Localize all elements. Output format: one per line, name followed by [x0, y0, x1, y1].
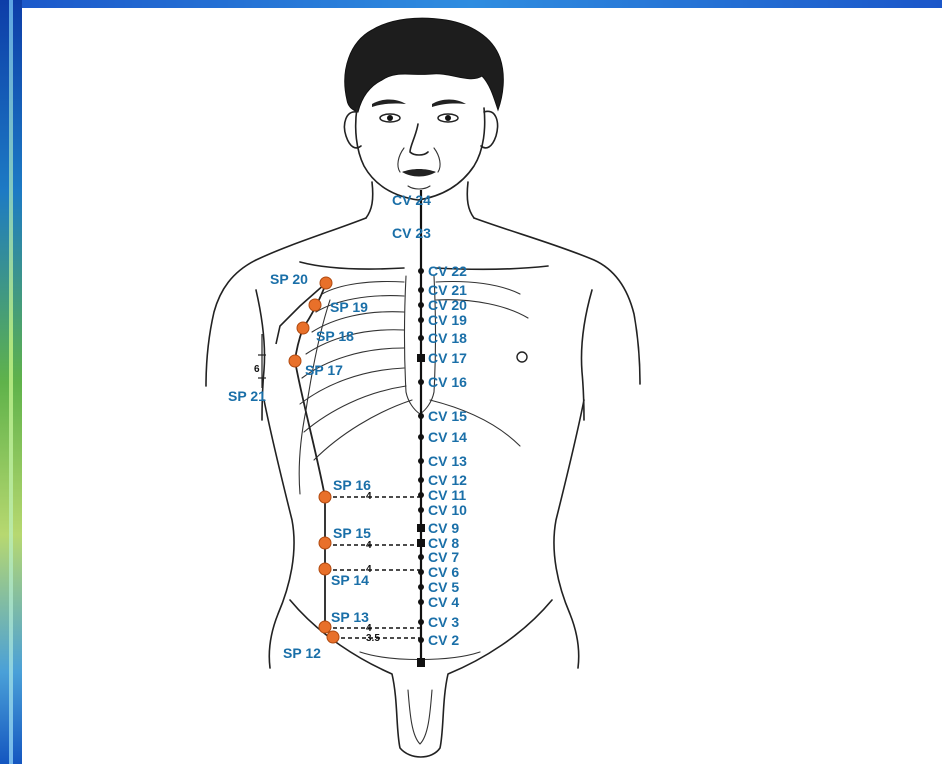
sp18-label: SP 18: [316, 328, 354, 344]
chin-line: [408, 186, 430, 189]
sp12-point: [327, 631, 339, 643]
neck-right: [467, 182, 474, 218]
cv8-marker: [417, 539, 425, 547]
cv7-marker: [418, 554, 424, 560]
right-pupil: [445, 115, 451, 121]
sp14-point: [319, 563, 331, 575]
cv4-marker: [418, 599, 424, 605]
left-ear: [344, 112, 361, 148]
sp20-label: SP 20: [270, 271, 308, 287]
left-pupil: [387, 115, 393, 121]
cv19-label: CV 19: [428, 312, 467, 328]
cv18-label: CV 18: [428, 330, 467, 346]
cv10-label: CV 10: [428, 502, 467, 518]
distance-label-sp15: 4: [366, 540, 372, 551]
sp16-label: SP 16: [333, 477, 371, 493]
left-torso: [264, 400, 294, 668]
body-figure: [206, 18, 640, 757]
sp15-point: [319, 537, 331, 549]
groin-inner: [408, 690, 432, 744]
cv3-label: CV 3: [428, 614, 459, 630]
cv-end-square: [417, 658, 425, 667]
right-brow: [432, 100, 466, 108]
cv9-marker: [417, 524, 425, 532]
mouth: [402, 169, 436, 177]
cv3-marker: [418, 619, 424, 625]
distance-label-sp21: 6: [254, 364, 260, 375]
cv21-label: CV 21: [428, 282, 467, 298]
cv5-label: CV 5: [428, 579, 459, 595]
sp17-point: [289, 355, 301, 367]
cv18-marker: [418, 335, 424, 341]
cv20-label: CV 20: [428, 297, 467, 313]
sp18-point: [297, 322, 309, 334]
sp13-point: [319, 621, 331, 633]
sp19-label: SP 19: [330, 299, 368, 315]
cv11-label: CV 11: [428, 487, 466, 503]
cv13-marker: [418, 458, 424, 464]
cv17-label: CV 17: [428, 350, 467, 366]
cv20-marker: [418, 302, 424, 308]
left-cheek-line: [398, 148, 404, 172]
cv2-label: CV 2: [428, 632, 459, 648]
sp14-label: SP 14: [331, 572, 369, 588]
cv23-label: CV 23: [392, 225, 431, 241]
cv16-label: CV 16: [428, 374, 467, 390]
right-torso: [554, 400, 584, 668]
hair: [345, 18, 504, 112]
sp17-label: SP 17: [305, 362, 343, 378]
cv7-label: CV 7: [428, 549, 459, 565]
cv12-marker: [418, 477, 424, 483]
cv16-marker: [418, 379, 424, 385]
cv10-marker: [418, 507, 424, 513]
cv21-marker: [418, 287, 424, 293]
sp20-point: [320, 277, 332, 289]
cv22-label: CV 22: [428, 263, 467, 279]
cv13-label: CV 13: [428, 453, 467, 469]
cv17-marker: [417, 354, 425, 362]
cv19-marker: [418, 317, 424, 323]
sp15-label: SP 15: [333, 525, 371, 541]
nose: [410, 124, 428, 155]
sp12-label: SP 12: [283, 645, 321, 661]
cv12-label: CV 12: [428, 472, 467, 488]
distance-label-sp12: 3.5: [366, 633, 380, 644]
right-cheek-line: [434, 148, 440, 172]
sp21-label: SP 21: [228, 388, 266, 404]
left-brow: [372, 100, 406, 108]
sp16-point: [319, 491, 331, 503]
cv24-label: CV 24: [392, 192, 431, 208]
face-outline: [356, 108, 485, 200]
cv4-label: CV 4: [428, 594, 459, 610]
right-arm-inner: [581, 290, 592, 420]
cv9-label: CV 9: [428, 520, 459, 536]
cv5-marker: [418, 584, 424, 590]
left-clavicle: [300, 262, 404, 269]
right-shoulder: [474, 218, 640, 384]
sp13-label: SP 13: [331, 609, 369, 625]
cv14-label: CV 14: [428, 429, 467, 445]
right-nipple: [517, 352, 527, 362]
sp19-point: [309, 299, 321, 311]
cv14-marker: [418, 434, 424, 440]
cv6-label: CV 6: [428, 564, 459, 580]
cv22-marker: [418, 268, 424, 274]
neck-left: [366, 182, 373, 218]
cv15-label: CV 15: [428, 408, 467, 424]
cv15-marker: [418, 413, 424, 419]
